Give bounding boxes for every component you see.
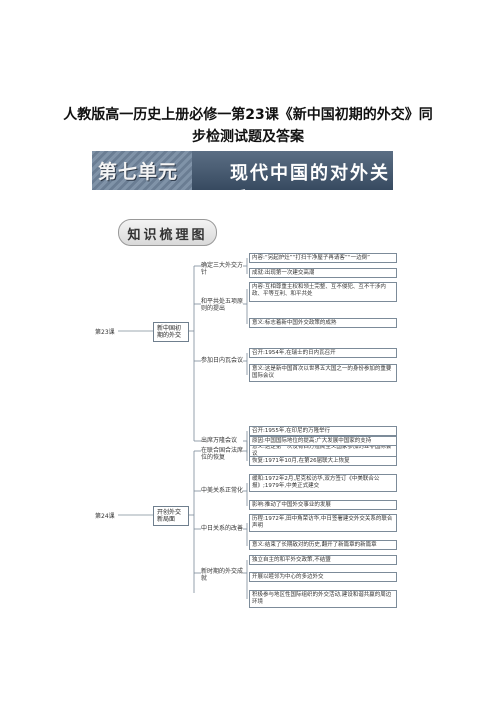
detail-box: 独立自主的和平外交政策,不结盟 [249, 555, 397, 565]
detail-box: 影响:推动了中国外交事业的发展 [249, 500, 397, 510]
detail-box: 内容:“另起炉灶”“打扫干净屋子再请客”“一边倒” [249, 253, 397, 263]
lesson-23-label: 第23课 [95, 329, 115, 336]
unit-title: 现代中国的对外关系 [230, 163, 390, 190]
detail-box: 积极参与地区性国际组织的外交活动,建设和谐共赢的周边环境 [249, 590, 397, 608]
detail-box: 成就:出现第一次建交高潮 [249, 268, 397, 278]
connector-lines [118, 258, 248, 599]
detail-box: 意义:这是新中国首次以世界五大国之一的身份参加的重要国际会议 [249, 364, 397, 382]
knowledge-map-badge-text: 知识梳理图 [127, 228, 208, 243]
document-title-line-1: 人教版高一历史上册必修一第23课《新中国初期的外交》同 [63, 107, 433, 123]
branch-label: 和平共处五项原则的提出 [201, 298, 244, 312]
detail-box: 意义:结束了长期敌对的历史,翻开了新篇章的新篇章 [249, 540, 397, 550]
detail-box: 召开:1955年,在印尼的万隆举行 [249, 426, 397, 436]
detail-box: 原因:中国国际地位的提高;广大发展中国家的支持 [249, 436, 397, 446]
knowledge-map: 第23课 新中国初期的外交 确定三大外交方针 内容:“另起炉灶”“打扫干净屋子再… [93, 210, 402, 612]
knowledge-map-badge: 知识梳理图 [118, 219, 217, 246]
detail-box: 意义:标志着新中国外交政策的成熟 [249, 318, 397, 328]
branch-label: 在联合国合法席位的恢复 [201, 447, 244, 461]
unit-banner: 第七单元 现代中国的对外关系 [92, 151, 393, 190]
branch-label: 中日关系的改善 [201, 525, 244, 532]
document-title-line-2: 步检测试题及答案 [192, 129, 304, 145]
detail-box: 召开:1954年,在瑞士的日内瓦召开 [249, 348, 397, 358]
detail-box: 恢复:1971年10月,在第26届联大上恢复 [249, 456, 397, 466]
branch-label: 确定三大外交方针 [201, 262, 244, 276]
unit-label: 第七单元 [98, 161, 179, 183]
banner-stripe-pattern [92, 151, 192, 190]
branch-label: 中美关系正常化 [201, 487, 244, 494]
detail-box: 开展以睦邻为中心的多边外交 [249, 572, 397, 582]
branch-label: 出席万隆会议 [201, 437, 238, 444]
detail-box: 历程:1972年,田中角荣访华,中日签署建交外交关系的联合声明 [249, 514, 397, 532]
lesson-23-node: 新中国初期的外交 [153, 322, 189, 342]
detail-box: 内容:互相尊重主权和领土完整、互不侵犯、互不干涉内政、平等互利、和平共处 [249, 282, 397, 302]
lesson-24-node: 开创外交新局面 [153, 506, 189, 526]
branch-label: 参加日内瓦会议 [201, 357, 244, 364]
detail-box: 缓和:1972年2月,尼克松访华,双方签订《中美联合公报》;1979年,中美正式… [249, 474, 397, 492]
branch-label: 新时期的外交成就 [201, 568, 244, 582]
lesson-24-label: 第24课 [95, 513, 115, 520]
